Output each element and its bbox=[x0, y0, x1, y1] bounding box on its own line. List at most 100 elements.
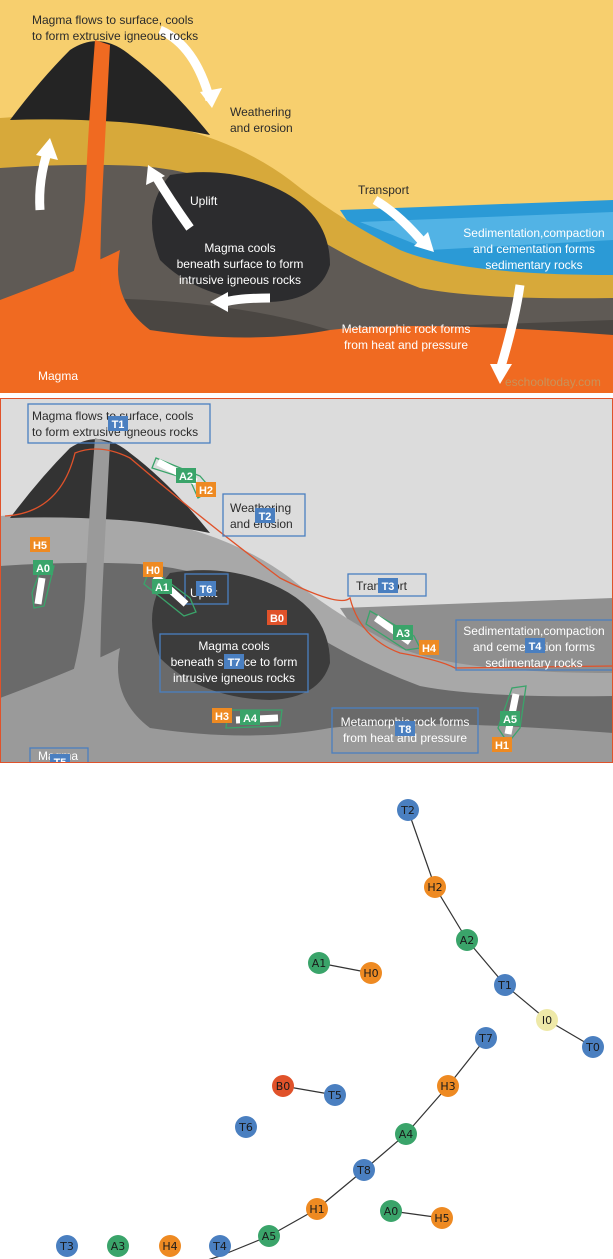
graph-node-T8 bbox=[353, 1159, 375, 1181]
tag-H1: H1 bbox=[495, 740, 509, 752]
graph-node-label-H0: H0 bbox=[363, 967, 378, 980]
graph-node-T1 bbox=[494, 974, 516, 996]
box-T7 bbox=[159, 633, 309, 693]
graph-node-A0 bbox=[380, 1200, 402, 1222]
box-T8 bbox=[331, 707, 479, 754]
tag-A1: A1 bbox=[155, 582, 169, 594]
uplift-arrowhead-left bbox=[36, 138, 58, 160]
arrow-poly-A1 bbox=[143, 566, 197, 617]
graph-node-label-T0: T0 bbox=[585, 1041, 600, 1054]
conduit-grey bbox=[65, 438, 110, 698]
graph-node-label-T3: T3 bbox=[59, 1240, 74, 1253]
label-transport: Transport bbox=[358, 183, 410, 197]
label-magma-flows-line2: to form extrusive igneous rocks bbox=[32, 29, 198, 43]
label-metamorphic-line2: from heat and pressure bbox=[344, 338, 468, 352]
tag-B0-bg bbox=[267, 610, 287, 625]
rock-cycle-svg: Magma flows to surface, cools to form ex… bbox=[0, 0, 613, 393]
graph-node-label-H2: H2 bbox=[427, 881, 442, 894]
tag-H4: H4 bbox=[422, 643, 437, 655]
grey-label-sediment-line1: Sedimentation,compaction bbox=[463, 624, 604, 638]
graph-node-B0 bbox=[272, 1075, 294, 1097]
arrow-poly-A2 bbox=[151, 457, 214, 499]
grey-label-weathering-line2: and erosion bbox=[230, 517, 293, 531]
tag-T8-bg bbox=[395, 721, 415, 736]
tag-T6: T6 bbox=[200, 584, 213, 596]
box-T4 bbox=[455, 619, 613, 671]
magma-chamber bbox=[0, 250, 613, 393]
tag-H2: H2 bbox=[199, 485, 213, 497]
graph-node-H1 bbox=[306, 1198, 328, 1220]
tag-A5: A5 bbox=[503, 714, 517, 726]
intrusive-igneous-body bbox=[152, 172, 330, 302]
grey-label-sediment-line3: sedimentary rocks bbox=[485, 656, 582, 670]
annotated-illustration: Magma flows to surface, cools to form ex… bbox=[0, 398, 613, 763]
graph-node-label-H1: H1 bbox=[309, 1203, 324, 1216]
graph-node-T7 bbox=[475, 1027, 497, 1049]
box-T2 bbox=[222, 493, 306, 537]
graph-node-label-T5: T5 bbox=[327, 1089, 342, 1102]
annotation-tags: T1 T2 T3 T4 T5 T6 T7 T8 T0 A2 H2 H5 A0 H… bbox=[30, 416, 545, 763]
tag-T1-bg bbox=[108, 416, 128, 431]
tag-A2: A2 bbox=[179, 471, 193, 483]
graph-node-label-H5: H5 bbox=[434, 1212, 449, 1225]
annotated-svg: Magma flows to surface, cools to form ex… bbox=[0, 398, 613, 763]
tag-A3-bg bbox=[393, 625, 413, 640]
tag-T3-bg bbox=[378, 578, 398, 593]
graph-node-label-T6: T6 bbox=[238, 1121, 253, 1134]
graph-node-A4 bbox=[395, 1123, 417, 1145]
graph-node-label-A4: A4 bbox=[399, 1128, 414, 1141]
metamorphic-arrowhead bbox=[490, 364, 512, 384]
graph-node-T4 bbox=[209, 1235, 231, 1257]
tag-H2-bg bbox=[196, 482, 216, 497]
box-T3 bbox=[347, 573, 427, 597]
arrow-shape-A0 bbox=[34, 577, 46, 605]
graph-node-label-A3: A3 bbox=[111, 1240, 126, 1253]
tag-H0: H0 bbox=[146, 565, 160, 577]
graph-node-label-T4: T4 bbox=[212, 1240, 227, 1253]
tag-A0: A0 bbox=[36, 563, 50, 575]
label-metamorphic-line1: Metamorphic rock forms bbox=[342, 322, 471, 336]
tag-T3: T3 bbox=[382, 581, 395, 593]
label-magma-cools-line1: Magma cools bbox=[204, 241, 275, 255]
grey-label-magma-cools-line1: Magma cools bbox=[198, 639, 269, 653]
label-weathering-line2: and erosion bbox=[230, 121, 293, 135]
intrusive-body-grey bbox=[152, 570, 330, 700]
magma-chamber-grey bbox=[0, 648, 613, 763]
tag-A5-bg bbox=[500, 711, 520, 726]
tag-B0: B0 bbox=[270, 613, 284, 625]
watermark: eschooltoday.com bbox=[505, 375, 601, 389]
graph-node-label-T7: T7 bbox=[478, 1032, 493, 1045]
tag-H4-bg bbox=[419, 640, 439, 655]
volcano-grey bbox=[10, 439, 210, 533]
label-weathering-line1: Weathering bbox=[230, 105, 291, 119]
metamorphic-arrow bbox=[495, 284, 525, 372]
tag-T8: T8 bbox=[399, 724, 412, 736]
tag-T7-bg bbox=[224, 654, 244, 669]
tag-T7: T7 bbox=[228, 657, 241, 669]
graph-node-T6 bbox=[235, 1116, 257, 1138]
tag-H1-bg bbox=[492, 737, 512, 752]
graph-node-A3 bbox=[107, 1235, 129, 1257]
relation-graph-svg: T2H2A2T1I0T0A1H0T7H3B0T5A4T6T8H1A5T4H4A3… bbox=[56, 799, 604, 1259]
label-magma: Magma bbox=[38, 369, 78, 383]
uplift-arrowhead bbox=[146, 165, 165, 185]
tag-A4: A4 bbox=[243, 713, 258, 725]
tag-T1: T1 bbox=[112, 419, 125, 431]
graph-node-I0 bbox=[536, 1009, 558, 1031]
tag-A2-bg bbox=[176, 468, 196, 483]
label-sediment-line3: sedimentary rocks bbox=[485, 258, 582, 272]
tag-T2-bg bbox=[255, 508, 275, 523]
volcano bbox=[10, 41, 210, 135]
graph-node-label-H3: H3 bbox=[440, 1080, 455, 1093]
label-magma-flows-line1: Magma flows to surface, cools bbox=[32, 13, 193, 27]
tag-H5: H5 bbox=[33, 540, 47, 552]
tag-A3: A3 bbox=[396, 628, 410, 640]
graph-edge-T2-H2 bbox=[407, 809, 436, 888]
tag-H5-bg bbox=[30, 537, 50, 552]
graph-node-label-I0: I0 bbox=[542, 1014, 552, 1027]
transport-arrowhead bbox=[414, 232, 434, 252]
tag-A4-bg bbox=[240, 710, 260, 725]
graph-node-H4 bbox=[159, 1235, 181, 1257]
label-magma-cools-line2: beneath surface to form bbox=[177, 257, 304, 271]
